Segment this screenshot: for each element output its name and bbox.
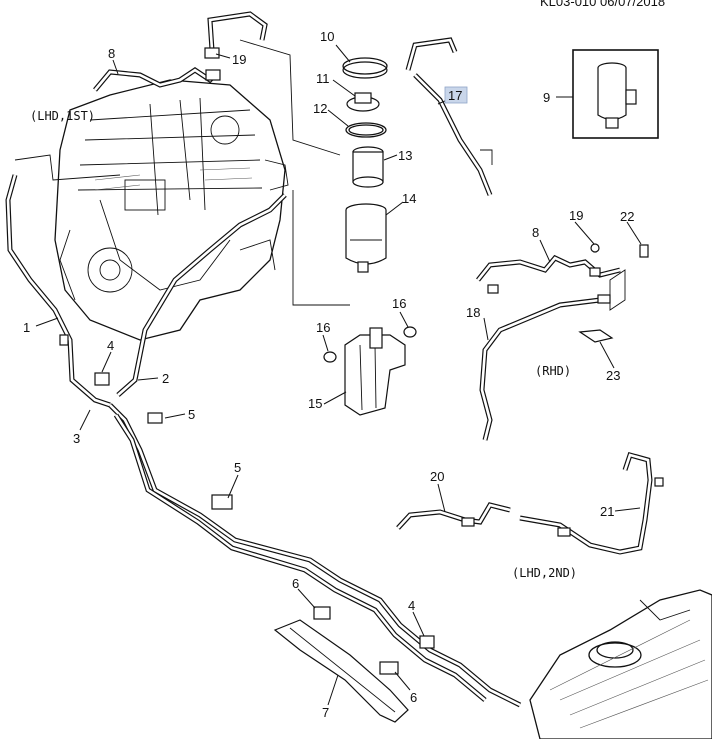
callout-14: 14	[402, 191, 416, 206]
callout-15: 15	[308, 396, 322, 411]
callout-frame-lines	[14, 39, 350, 306]
callout-4a: 4	[107, 338, 114, 353]
callout-13: 13	[398, 148, 412, 163]
fuel-tank-illustration	[529, 589, 712, 739]
callout-17: 17	[448, 88, 462, 103]
callout-11: 11	[316, 71, 330, 86]
callout-8a: 8	[108, 46, 115, 61]
region-label-lhd-2nd: (LHD,2ND)	[512, 566, 577, 580]
callout-10: 10	[320, 29, 334, 44]
callout-18: 18	[466, 305, 480, 320]
callout-22: 22	[620, 209, 634, 224]
callout-3: 3	[73, 431, 80, 446]
callout-19b: 19	[569, 208, 583, 223]
callout-16b: 16	[316, 320, 330, 335]
callout-12: 12	[313, 101, 327, 116]
lhd-2nd-fuel-lines	[396, 451, 664, 555]
callout-23: 23	[606, 368, 620, 383]
heat-shield-7	[273, 619, 409, 723]
main-fuel-lines	[5, 174, 522, 708]
engine-fuel-line	[93, 11, 268, 92]
fuel-filter-assembly	[323, 57, 417, 416]
diagram-code: KL03-010 06/07/2018	[540, 0, 665, 9]
callout-6b: 6	[410, 690, 417, 705]
region-label-rhd: (RHD)	[535, 364, 571, 378]
region-label-lhd-1st: (LHD,1ST)	[30, 109, 95, 123]
callout-6a: 6	[292, 576, 299, 591]
callout-21: 21	[600, 504, 614, 519]
callout-17-highlight	[444, 86, 468, 104]
callout-1: 1	[23, 320, 30, 335]
callout-7: 7	[322, 705, 329, 720]
callout-20: 20	[430, 469, 444, 484]
leader-lines	[35, 44, 642, 706]
fuel-line-17	[405, 37, 493, 196]
callout-2: 2	[162, 371, 169, 386]
callout-4b: 4	[408, 598, 415, 613]
callout-5b: 5	[234, 460, 241, 475]
callout-8b: 8	[532, 225, 539, 240]
part-9-box	[572, 49, 659, 139]
engine-illustration	[54, 79, 289, 341]
callout-5a: 5	[188, 407, 195, 422]
callout-9: 9	[543, 90, 550, 105]
rhd-fuel-line	[476, 243, 649, 441]
callout-19a: 19	[232, 52, 246, 67]
callout-16a: 16	[392, 296, 406, 311]
